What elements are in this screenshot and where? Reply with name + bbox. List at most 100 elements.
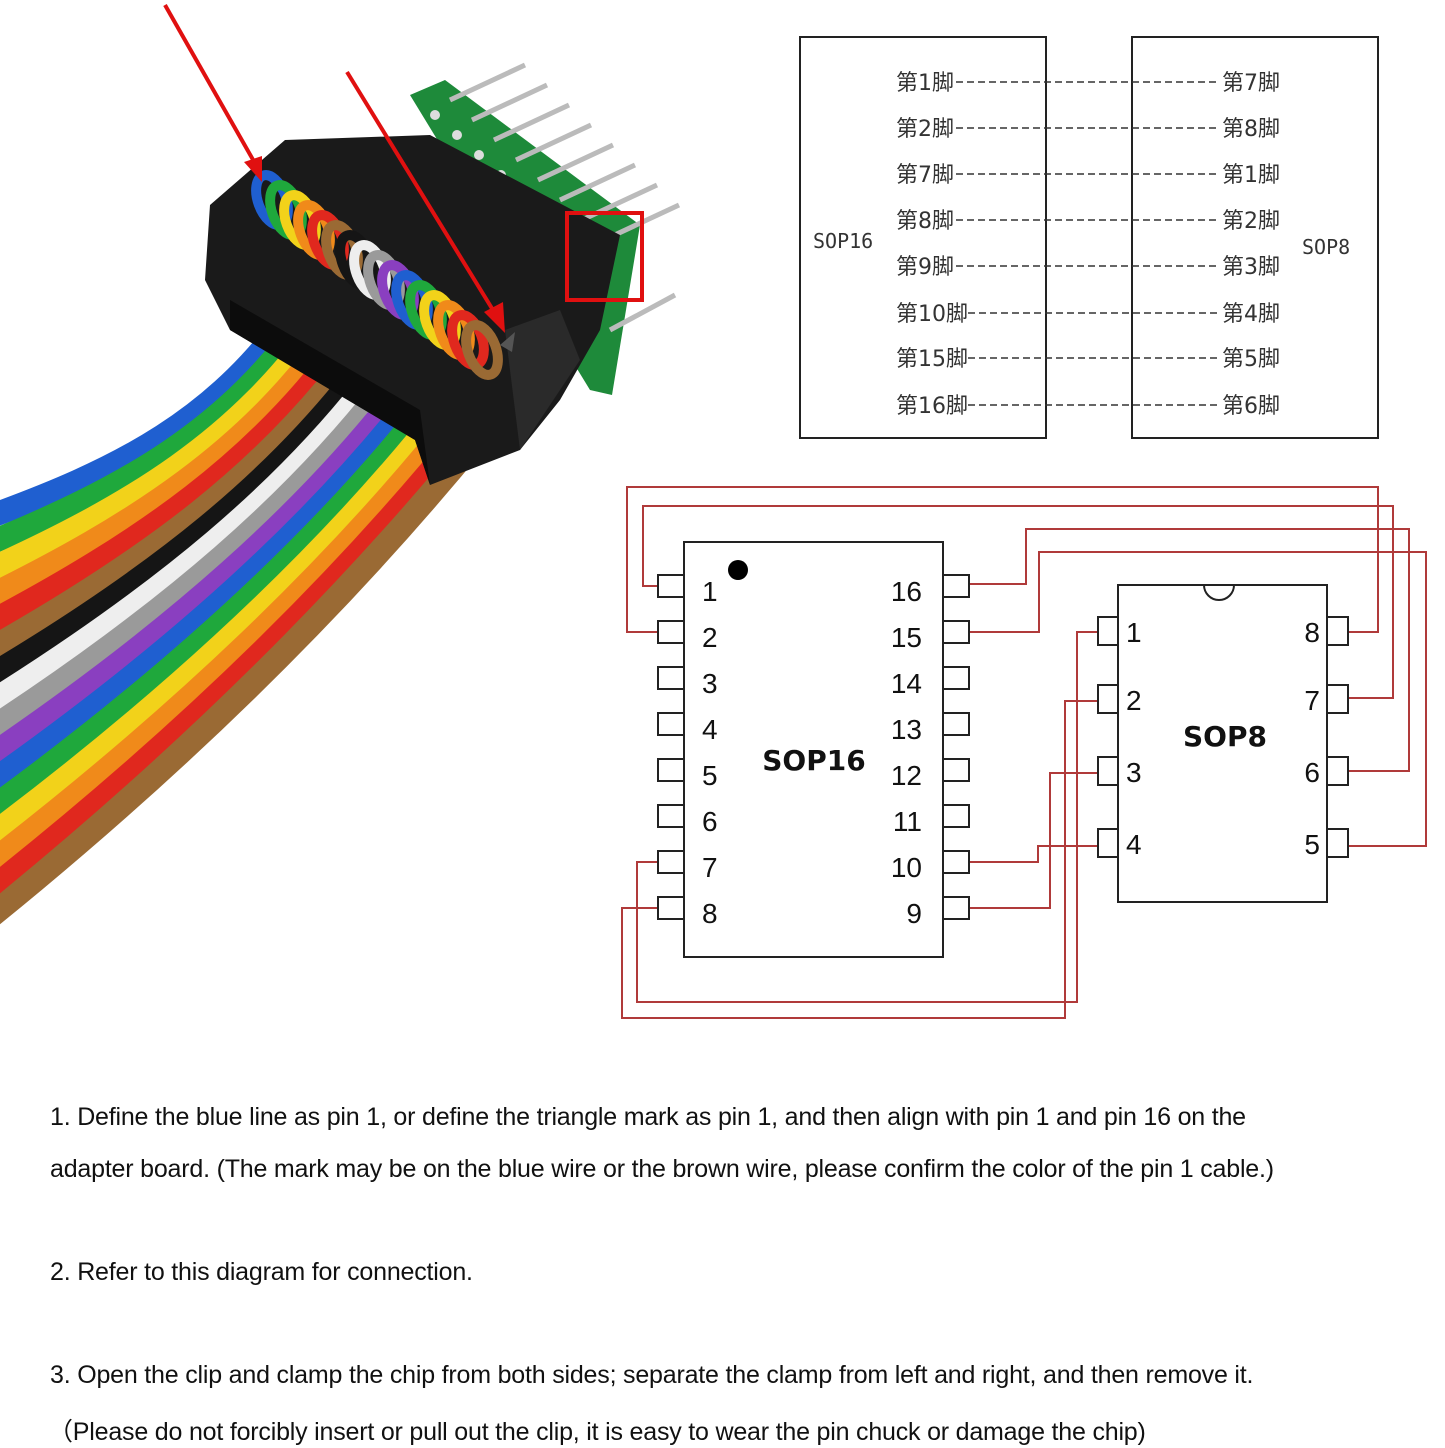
sop8-pin-number: 2	[1126, 685, 1142, 716]
table-left-pin: 第9脚	[896, 255, 954, 280]
sop16-pin-number: 12	[891, 760, 922, 791]
product-photo	[0, 4, 681, 925]
table-left-pin: 第1脚	[896, 71, 954, 96]
sop16-pin-pad	[657, 850, 685, 874]
connection-wires	[621, 486, 1427, 1019]
cable-wire	[0, 427, 490, 925]
connection-wire	[969, 845, 1098, 863]
sop16-pin-number: 2	[702, 622, 718, 653]
sop16-pin-pad	[657, 712, 685, 736]
table-right-pin: 第3脚	[1222, 255, 1280, 280]
sop16-pin-pad	[942, 666, 970, 690]
header-pin	[470, 82, 549, 123]
cable-wire	[0, 329, 358, 631]
connection-wire	[626, 486, 1379, 633]
cable-wire	[0, 409, 466, 871]
sop16-pin-pad	[942, 804, 970, 828]
sop8-pin-number: 6	[1304, 757, 1320, 788]
sop16-pin-pad	[942, 620, 970, 644]
table-right-pin: 第7脚	[1222, 71, 1280, 96]
sop8-pin-pad	[1097, 828, 1119, 858]
header-pin	[608, 292, 677, 333]
header-pin	[536, 142, 615, 183]
cable-ring	[461, 320, 503, 380]
sop16-pin-number: 5	[702, 760, 718, 791]
sop16-pin-number: 1	[702, 576, 718, 607]
sop16-pin-number: 15	[891, 622, 922, 653]
sop16-pin-pad	[942, 574, 970, 598]
sop16-pin-number: 8	[702, 898, 718, 929]
sop8-pin-pad	[1097, 616, 1119, 646]
table-left-pin: 第15脚	[896, 347, 968, 372]
sop8-pin-number: 4	[1126, 829, 1142, 860]
cable-wire	[0, 373, 418, 764]
pin1-triangle-mark	[500, 332, 515, 352]
red-arrow-triangle-mark	[345, 70, 505, 333]
sop16-pin-pad	[657, 804, 685, 828]
sop8-pin-number: 7	[1304, 685, 1320, 716]
connection-wire	[969, 551, 1427, 847]
instruction-3-line-2: （Please do not forcibly insert or pull o…	[48, 1418, 1146, 1446]
pcb-pad	[474, 150, 484, 160]
table-left-pin: 第7脚	[896, 163, 954, 188]
sop16-pin-number: 6	[702, 806, 718, 837]
sop8-pin-pad	[1326, 616, 1349, 646]
table-right-pin: 第5脚	[1222, 347, 1280, 372]
table-right-pin: 第8脚	[1222, 117, 1280, 142]
header-pin	[514, 122, 593, 163]
sop16-pin-number: 14	[891, 668, 922, 699]
cable-wire	[0, 391, 442, 818]
header-pin	[448, 62, 527, 103]
cable-wire	[0, 355, 394, 711]
table-left-pin: 第2脚	[896, 117, 954, 142]
connection-wire	[969, 772, 1098, 909]
connection-wire	[642, 505, 1394, 699]
sop16-chip-body	[683, 541, 944, 958]
cable-wire	[0, 346, 382, 685]
sop8-notch	[1203, 584, 1235, 601]
sop16-pin-number: 16	[891, 576, 922, 607]
sop16-pin-pad	[657, 620, 685, 644]
pcb-pad	[452, 130, 462, 140]
header-pin	[492, 102, 571, 143]
sop8-chip-body	[1117, 584, 1328, 903]
sop8-table-label: SOP8	[1302, 235, 1350, 259]
sop16-pin-pad	[942, 758, 970, 782]
sop16-pin-pad	[657, 758, 685, 782]
instruction-2: 2. Refer to this diagram for connection.	[50, 1258, 473, 1286]
sop8-pin-number: 3	[1126, 757, 1142, 788]
instruction-3-line-1: 3. Open the clip and clamp the chip from…	[50, 1361, 1254, 1389]
table-right-pin: 第4脚	[1222, 302, 1280, 327]
sop8-pin-number: 1	[1126, 617, 1142, 648]
instruction-1-line-2: adapter board. (The mark may be on the b…	[50, 1155, 1274, 1183]
cable-wire	[0, 382, 430, 791]
sop8-pin-pad	[1326, 684, 1349, 714]
cable-color-rings	[251, 170, 503, 380]
red-arrow-blue-wire	[163, 4, 262, 182]
sop16-pin-number: 4	[702, 714, 718, 745]
pin1-highlight-box	[565, 211, 644, 302]
sop16-pin-number: 13	[891, 714, 922, 745]
sop16-table-label: SOP16	[813, 229, 873, 253]
sop16-pin-pad	[942, 896, 970, 920]
table-left-pin: 第16脚	[896, 394, 968, 419]
connection-wire	[969, 528, 1410, 772]
sop16-pin-number: 10	[891, 852, 922, 883]
sop16-box	[799, 36, 1047, 439]
sop8-chip-label: SOP8	[1183, 720, 1267, 753]
header-pin	[558, 162, 637, 203]
sop8-pin-pad	[1326, 756, 1349, 786]
sop16-pin-number: 11	[893, 806, 922, 837]
pcb-pad	[430, 110, 440, 120]
sop8-pin-pad	[1097, 756, 1119, 786]
table-right-pin: 第1脚	[1222, 163, 1280, 188]
sop16-pin-pad	[942, 712, 970, 736]
ribbon-cable	[0, 293, 490, 925]
sop16-pin-number: 9	[906, 898, 922, 929]
instruction-1-line-1: 1. Define the blue line as pin 1, or def…	[50, 1103, 1246, 1131]
sop16-pin-pad	[942, 850, 970, 874]
sop16-chip-label: SOP16	[762, 744, 865, 777]
connection-wire	[621, 700, 1098, 1019]
table-right-pin: 第6脚	[1222, 394, 1280, 419]
